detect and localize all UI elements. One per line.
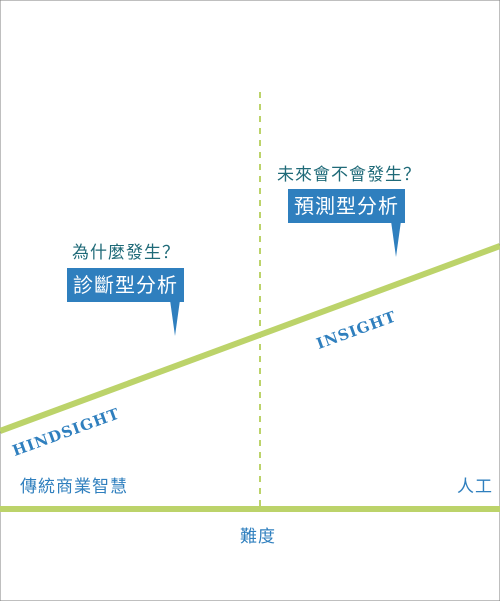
diagnostic-callout-pointer [170,300,180,336]
zone-label-traditional-bi: 傳統商業智慧 [20,477,128,497]
trend-line [0,243,500,434]
diagnostic-callout: 診斷型分析 [67,268,184,336]
diagnostic-label: 診斷型分析 [73,273,178,297]
predictive-label: 預測型分析 [294,194,399,218]
diagnostic-question: 為什麼發生？ [72,243,180,263]
predictive-callout: 預測型分析 [288,189,405,257]
predictive-callout-pointer [391,221,401,257]
x-axis-label: 難度 [240,527,276,547]
predictive-question: 未來會不會發生？ [277,165,421,185]
zone-label-ai: 人工 [457,477,493,497]
